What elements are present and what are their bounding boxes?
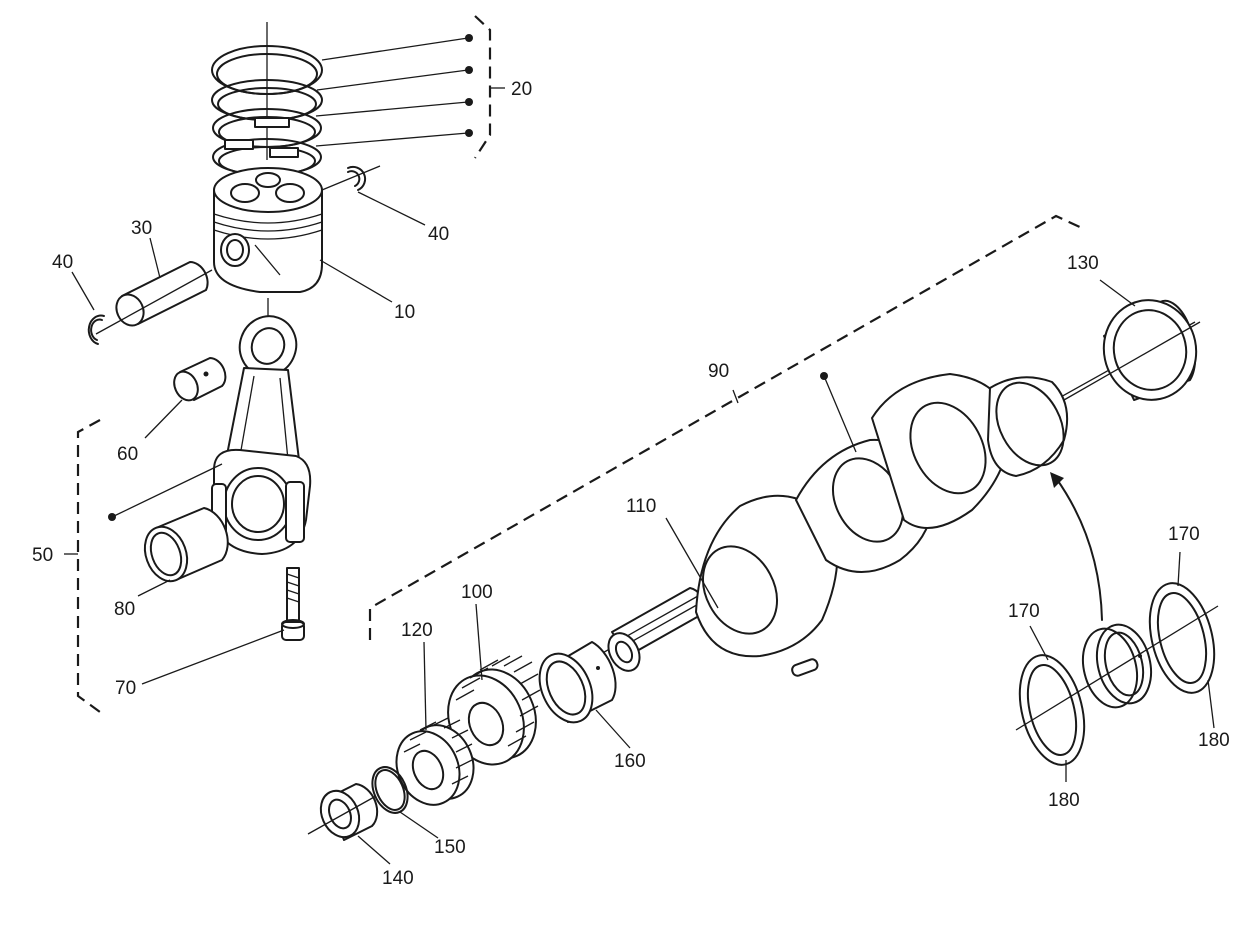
callout-100: 100	[461, 582, 493, 603]
circlip-left	[87, 314, 105, 345]
callout-20: 20	[511, 79, 532, 100]
rod-assembly-bracket	[64, 419, 223, 713]
callout-170-right: 170	[1168, 524, 1200, 545]
callout-80: 80	[114, 599, 135, 620]
crank-gear-small	[395, 717, 475, 806]
connecting-rod	[211, 298, 312, 555]
callout-180-left: 180	[1048, 790, 1080, 811]
big-end-bearing	[143, 507, 229, 583]
callout-40-right: 40	[428, 224, 449, 245]
callout-120: 120	[401, 620, 433, 641]
front-main-bearing	[538, 641, 617, 724]
callout-70: 70	[115, 678, 136, 699]
callout-110: 110	[626, 496, 656, 517]
main-bearing-rear	[1063, 299, 1201, 401]
rod-bolt	[281, 567, 305, 641]
circlip-right	[321, 165, 381, 191]
piston-rings	[211, 22, 323, 176]
assembly-arrow	[1050, 472, 1103, 621]
callout-150: 150	[434, 837, 466, 858]
callout-40-left: 40	[52, 252, 73, 273]
flanged-main-bearing	[1081, 623, 1153, 709]
callout-140: 140	[382, 868, 414, 889]
callout-60: 60	[117, 444, 138, 465]
callout-180-right: 180	[1198, 730, 1230, 751]
crankshaft-assembly-bracket	[368, 214, 1083, 640]
thrust-washer-left	[1018, 654, 1086, 766]
spacer-collar	[307, 783, 379, 841]
callout-130: 130	[1067, 253, 1099, 274]
callout-160: 160	[614, 751, 646, 772]
piston	[213, 167, 323, 293]
callout-10: 10	[394, 302, 415, 323]
thrust-washer-right	[1148, 582, 1216, 694]
crank-gear-large	[447, 655, 541, 766]
small-end-bush	[173, 357, 227, 402]
rings-bracket	[315, 15, 505, 159]
callout-50: 50	[32, 545, 53, 566]
callout-90: 90	[708, 361, 729, 382]
callout-labels: 10 20 30 40 40 50 60 70 80 90 100 110 12…	[32, 79, 1230, 889]
callout-30: 30	[131, 218, 152, 239]
callout-170-left: 170	[1008, 601, 1040, 622]
crankshaft	[589, 321, 1196, 677]
piston-pin	[95, 261, 213, 335]
